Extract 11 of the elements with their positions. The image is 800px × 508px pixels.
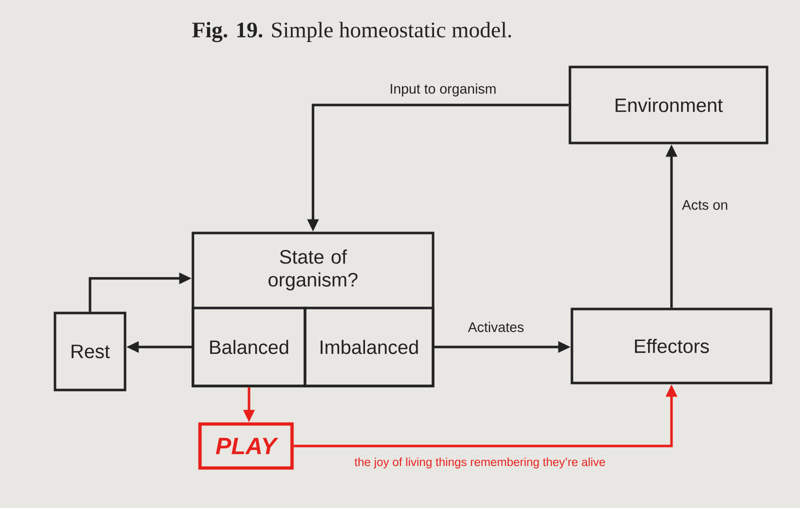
edge-label: Activates (466, 320, 526, 334)
process-box: Environment (568, 66, 768, 144)
process-box: Rest (54, 312, 126, 392)
edge-label: Input to organism (388, 82, 498, 98)
process-box: Effectors (570, 308, 772, 384)
cell: Imbalanced (304, 306, 434, 388)
edge-label: Acts on (680, 198, 730, 212)
figure-title: Fig. 19. Simple homeostatic model. (192, 22, 511, 42)
edge-label: the joy of living things remembering they’re alive (353, 456, 607, 470)
cell: Balanced (192, 306, 306, 388)
highlight-box: PLAY (198, 422, 294, 470)
